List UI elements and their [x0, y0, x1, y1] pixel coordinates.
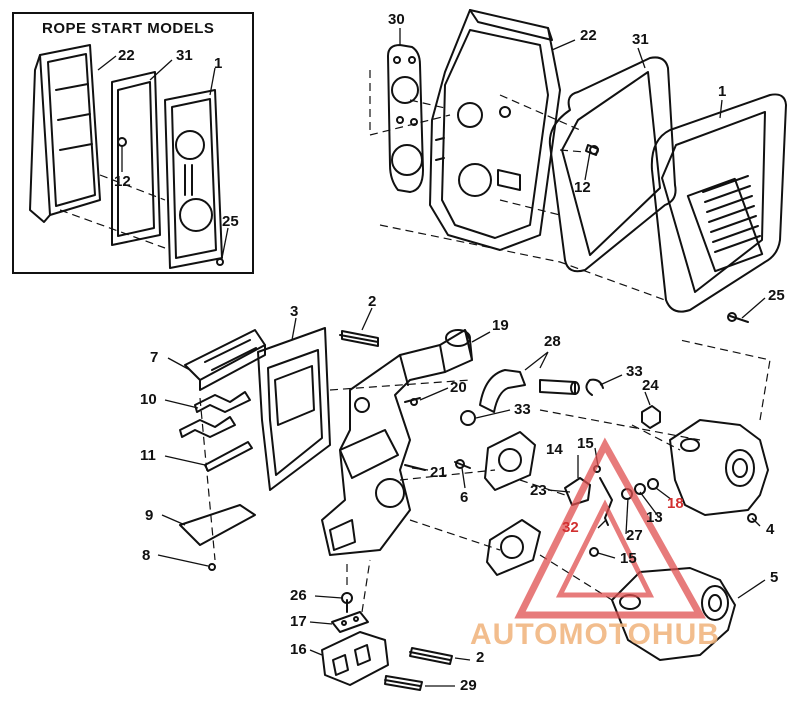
- part-33-clamps: [460, 378, 604, 426]
- part-2-bolt-upper: [339, 330, 379, 347]
- inset-part-1-cover: [164, 89, 223, 269]
- callout-33-upper: 33: [626, 363, 643, 380]
- part-3-gasket: [257, 327, 331, 491]
- part-20-fitting: [404, 397, 421, 406]
- callout-11: 11: [140, 447, 156, 464]
- callout-17: 17: [290, 613, 307, 630]
- callout-22: 22: [580, 27, 597, 44]
- watermark-text-part3: HUB: [651, 618, 720, 651]
- watermark-text-part1: AUTOMO: [470, 618, 609, 651]
- part-8-screw: [208, 563, 216, 571]
- callout-18: 18: [667, 495, 684, 512]
- callout-2-lower: 2: [476, 649, 485, 666]
- callout-4: 4: [766, 521, 775, 538]
- callout-15-upper: 15: [577, 435, 594, 452]
- inset-screw-25: [216, 258, 224, 266]
- callout-25: 25: [768, 287, 785, 304]
- watermark-logo-icon: [514, 437, 706, 619]
- callout-32: 32: [562, 519, 579, 536]
- screw-25: [727, 312, 749, 323]
- callout-23: 23: [530, 482, 547, 499]
- part-10-reeds: [179, 391, 251, 438]
- part-9-plate: [179, 504, 256, 546]
- callout-9: 9: [145, 507, 154, 524]
- part-6-screw: [454, 459, 471, 469]
- callout-6: 6: [460, 489, 469, 506]
- callout-33-lower: 33: [514, 401, 531, 418]
- part-1-cover: [650, 93, 787, 313]
- part-29-bolt: [384, 675, 423, 691]
- inset-callout-31: 31: [176, 47, 193, 64]
- part-22-housing: [429, 9, 561, 251]
- part-19-intake-manifold: [321, 329, 473, 556]
- part-31-gasket: [548, 56, 677, 273]
- inset-callout-22: 22: [118, 47, 135, 64]
- part-17-plate: [331, 611, 369, 633]
- part-24-nut: [641, 405, 661, 429]
- part-30-gasket: [387, 44, 424, 193]
- part-26-screw: [341, 592, 353, 613]
- callout-3: 3: [290, 303, 299, 320]
- callout-24: 24: [642, 377, 659, 394]
- part-23-gaskets: [484, 431, 541, 576]
- callout-2-upper: 2: [368, 293, 377, 310]
- part-16-clamp: [321, 631, 389, 686]
- part-2-bolt-lower: [409, 647, 453, 665]
- callout-16: 16: [290, 641, 307, 658]
- part-5-carburetor: [611, 567, 736, 661]
- inset-part-22-housing: [29, 44, 101, 223]
- callout-21: 21: [430, 464, 447, 481]
- callout-26: 26: [290, 587, 307, 604]
- callout-29: 29: [460, 677, 477, 694]
- callout-14: 14: [546, 441, 563, 458]
- callout-27: 27: [626, 527, 643, 544]
- watermark: AUTOMOTOHUB: [470, 618, 720, 652]
- callout-7: 7: [150, 349, 159, 366]
- callout-10: 10: [140, 391, 157, 408]
- callout-28: 28: [544, 333, 561, 350]
- part-4-carburetor: [669, 419, 769, 523]
- callout-12: 12: [574, 179, 591, 196]
- part-7-reed-block: [184, 329, 266, 391]
- callout-13: 13: [646, 509, 663, 526]
- callout-19: 19: [492, 317, 509, 334]
- inset-title: ROPE START MODELS: [42, 20, 215, 37]
- inset-callout-1: 1: [214, 55, 223, 72]
- watermark-text-part2: TO: [608, 618, 652, 651]
- callout-5: 5: [770, 569, 779, 586]
- rope-start-inset-frame: [12, 12, 254, 274]
- callout-1: 1: [718, 83, 727, 100]
- inset-callout-12: 12: [114, 173, 131, 190]
- part-11-stop: [204, 441, 253, 472]
- callout-8: 8: [142, 547, 151, 564]
- callout-31: 31: [632, 31, 649, 48]
- part-28-hoses: [479, 369, 580, 413]
- callout-30: 30: [388, 11, 405, 28]
- callout-15-lower: 15: [620, 550, 637, 567]
- inset-part-31-gasket: [111, 71, 161, 246]
- part-14-bracket: [564, 477, 591, 506]
- callout-20: 20: [450, 379, 467, 396]
- inset-callout-25: 25: [222, 213, 239, 230]
- screw-12: [585, 144, 599, 156]
